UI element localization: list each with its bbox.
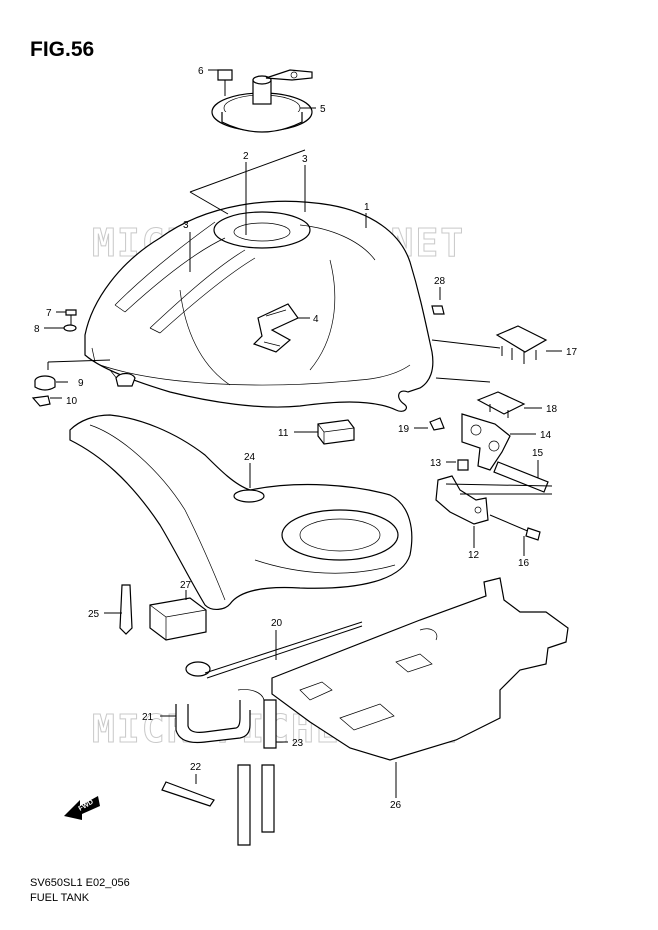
heat-shield-26 [271,577,569,761]
callout-17: 17 [566,347,578,358]
callout-11: 11 [278,428,289,439]
callout-14: 14 [540,430,552,441]
bolt-13 [457,459,469,471]
callout-16: 16 [518,558,530,569]
callout-22: 22 [190,762,202,773]
callout-24: 24 [244,452,256,463]
clamp-22 [161,781,215,807]
callout-9: 9 [78,378,84,389]
clamp-25 [119,584,133,635]
callout-6: 6 [198,66,204,77]
bracket-12 [435,475,489,525]
cushion-10 [31,395,51,407]
rod-20 [185,621,363,679]
callout-25: 25 [88,609,100,620]
callout-5: 5 [320,104,326,115]
figure-title: FIG.56 [30,38,95,61]
leader-lines [44,69,562,798]
clip-19 [429,417,445,431]
callout-7: 7 [46,308,52,319]
fuel-cap-assembly [211,69,313,133]
bolt-16 [489,514,541,541]
callout-3-left: 3 [183,220,189,231]
callout-19: 19 [398,424,410,435]
washer-8 [63,324,77,332]
hinge-14 [461,413,511,471]
cushion-11 [317,419,355,445]
callout-2: 2 [243,151,249,162]
bracket-18 [476,391,526,418]
hose-21 [175,700,251,744]
tank-under-cover [69,414,413,610]
callout-27: 27 [180,580,192,591]
pad-27 [149,597,207,641]
fwd-arrow-icon [64,796,100,820]
callout-4: 4 [313,314,319,325]
tank-mount-left [115,372,136,387]
callout-28: 28 [434,276,446,287]
callout-1: 1 [364,202,370,213]
hose-23 [237,689,277,846]
callout-20: 20 [271,618,283,629]
shaft-15 [493,461,549,493]
clip-28 [431,305,445,315]
cushion-9 [34,375,56,391]
callout-13: 13 [430,458,442,469]
callout-18: 18 [546,404,558,415]
diagram-name: FUEL TANK [30,892,90,904]
callout-8: 8 [34,324,40,335]
callout-15: 15 [532,448,544,459]
callout-10: 10 [66,396,78,407]
callout-3-right: 3 [302,154,308,165]
fuel-tank [84,200,434,412]
bracket-17 [495,325,548,364]
callout-26: 26 [390,800,402,811]
callout-21: 21 [142,712,154,723]
diagram-code: SV650SL1 E02_056 [30,877,130,889]
callout-23: 23 [292,738,304,749]
callout-12: 12 [468,550,480,561]
